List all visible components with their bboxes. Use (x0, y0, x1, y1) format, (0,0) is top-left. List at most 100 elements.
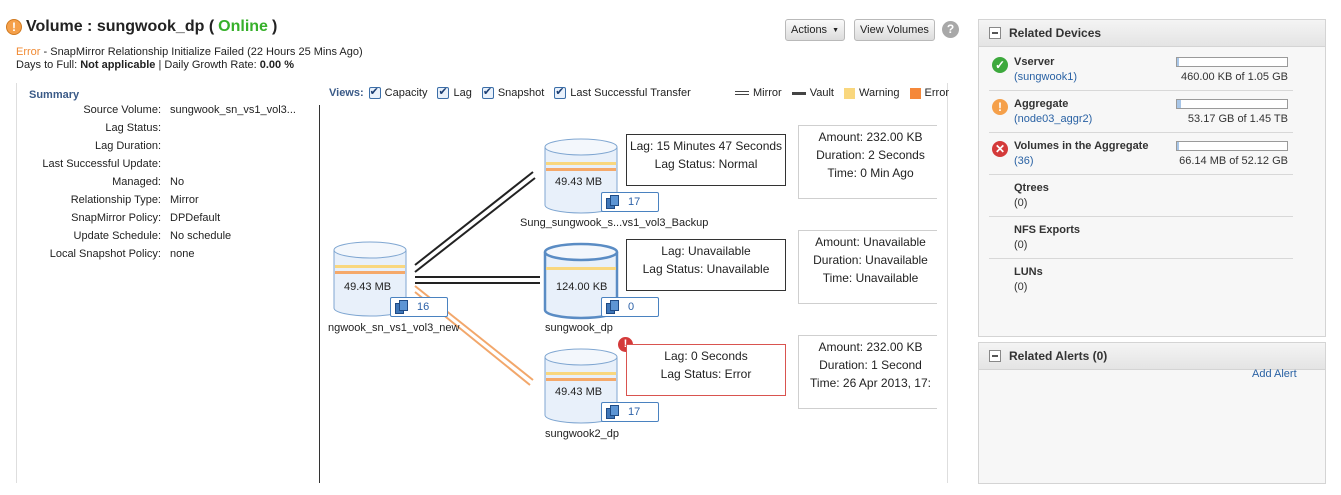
transfer-time: Time: Unavailable (822, 271, 919, 285)
view-capacity-checkbox[interactable]: Capacity (368, 85, 428, 99)
device-name: Aggregate (1014, 98, 1069, 110)
mirror-link-middle (415, 276, 540, 284)
dest-volume-size: 124.00 KB (556, 281, 608, 293)
lag-text: Lag: 0 Seconds (664, 349, 748, 363)
related-alerts-title: Related Alerts (0) (1009, 349, 1108, 363)
source-snapshot-count[interactable]: 16 (390, 297, 448, 317)
device-row-qtrees: Qtrees (0) (989, 182, 1293, 217)
destination-volume-icon (543, 242, 619, 320)
panel-divider (319, 105, 320, 483)
related-devices-panel: Related Devices ✓ Vserver (sungwook1) 46… (978, 19, 1326, 337)
lag-text: Lag: Unavailable (661, 244, 751, 258)
summary-value: DPDefault (170, 212, 221, 224)
snapshot-count: 17 (628, 196, 641, 208)
device-name: Volumes in the Aggregate (1014, 140, 1149, 152)
device-link[interactable]: (node03_aggr2) (1014, 113, 1093, 125)
related-alerts-header[interactable]: Related Alerts (0) (979, 343, 1325, 370)
dest-volume-size: 49.43 MB (555, 176, 603, 188)
warning-icon: ! (992, 99, 1008, 115)
dest-snapshot-count[interactable]: 17 (601, 402, 659, 422)
view-label: Snapshot (497, 87, 545, 99)
snapshot-icon (606, 195, 620, 209)
device-row-aggregate: ! Aggregate (node03_aggr2) 53.17 GB of 1… (989, 98, 1293, 133)
capacity-text: 53.17 GB of 1.45 TB (1187, 113, 1288, 125)
actions-button[interactable]: Actions ▼ (785, 19, 845, 41)
check-circle-icon: ✓ (992, 57, 1008, 73)
add-alert-link[interactable]: Add Alert (1252, 368, 1297, 380)
capacity-text: 66.14 MB of 52.12 GB (1179, 155, 1288, 167)
checkbox-icon (554, 85, 567, 99)
transfer-time: Time: 26 Apr 2013, 17: (810, 376, 931, 390)
critical-x-icon: ✕ (992, 141, 1008, 157)
summary-label: Lag Duration: (94, 140, 161, 152)
views-label: Views: (329, 87, 364, 99)
view-volumes-label: View Volumes (860, 24, 929, 36)
view-volumes-button[interactable]: View Volumes (854, 19, 935, 41)
dest-snapshot-count[interactable]: 0 (601, 297, 659, 317)
summary-label: Managed: (112, 176, 161, 188)
transfer-info-box: Amount: Unavailable Duration: Unavailabl… (798, 230, 937, 304)
help-icon[interactable]: ? (942, 21, 959, 38)
vault-line-icon (791, 91, 806, 95)
title-suffix: ) (271, 18, 278, 35)
transfer-duration: Duration: Unavailable (813, 253, 928, 267)
view-last-transfer-checkbox[interactable]: Last Successful Transfer (554, 85, 691, 99)
legend: Mirror Vault Warning Error (735, 87, 949, 99)
legend-vault: Vault (809, 87, 834, 99)
snapshot-count: 0 (628, 301, 635, 313)
collapse-icon[interactable] (989, 350, 1001, 362)
lag-box: Lag: 0 Seconds Lag Status: Error (626, 344, 786, 396)
related-devices-title: Related Devices (1009, 26, 1102, 40)
transfer-time: Time: 0 Min Ago (827, 166, 914, 180)
summary-value: No schedule (170, 230, 232, 242)
checkbox-icon (368, 85, 381, 99)
legend-mirror: Mirror (753, 87, 782, 99)
dest-volume-name[interactable]: sungwook_dp (545, 322, 613, 334)
lag-box: Lag: Unavailable Lag Status: Unavailable (626, 239, 786, 291)
device-row-nfs-exports: NFS Exports (0) (989, 224, 1293, 259)
diagram-lines (333, 138, 619, 424)
capacity-summary: Days to Full: Not applicable | Daily Gro… (16, 59, 294, 71)
snapshot-count: 17 (628, 406, 641, 418)
title-prefix: Volume : sungwook_dp ( (26, 18, 215, 35)
chevron-down-icon: ▼ (832, 26, 839, 34)
dest-volume-name[interactable]: sungwook2_dp (545, 428, 620, 440)
device-link[interactable]: (36) (1014, 155, 1034, 167)
warning-swatch-icon (843, 87, 855, 99)
related-devices-header[interactable]: Related Devices (979, 20, 1325, 47)
summary-label: Lag Status: (105, 122, 161, 134)
lag-status-text: Lag Status: Error (660, 367, 752, 381)
error-label: Error (16, 46, 41, 58)
view-label: Capacity (384, 87, 428, 99)
device-row-volumes-in-aggregate: ✕ Volumes in the Aggregate (36) 66.14 MB… (989, 140, 1293, 175)
collapse-icon[interactable] (989, 27, 1001, 39)
growth-rate-value: 0.00 % (259, 59, 294, 71)
growth-rate-label: Daily Growth Rate: (164, 59, 257, 71)
device-name: Qtrees (1014, 182, 1049, 194)
dest-volume-name[interactable]: Sung_sungwook_s...vs1_vol3_Backup (520, 217, 709, 229)
summary-label: Source Volume: (83, 104, 161, 116)
summary-label: Local Snapshot Policy: (49, 248, 161, 260)
view-lag-checkbox[interactable]: Lag (437, 85, 472, 99)
device-link[interactable]: (sungwook1) (1014, 71, 1077, 83)
view-snapshot-checkbox[interactable]: Snapshot (481, 85, 545, 99)
capacity-bar (1176, 57, 1288, 67)
view-label: Lag (453, 87, 472, 99)
separator: | (158, 59, 162, 71)
source-volume-name[interactable]: ngwook_sn_vs1_vol3_new (328, 322, 460, 334)
capacity-text: 460.00 KB of 1.05 GB (1180, 71, 1288, 83)
summary-label: SnapMirror Policy: (71, 212, 161, 224)
related-alerts-panel: Related Alerts (0) (978, 342, 1326, 484)
device-name: LUNs (1014, 266, 1043, 278)
summary-label: Relationship Type: (70, 194, 161, 206)
relationship-diagram: 49.43 MB 16 ngwook_sn_vs1_vol3_new 49.43… (320, 100, 937, 470)
snapshot-icon (606, 405, 620, 419)
transfer-duration: Duration: 1 Second (819, 358, 922, 372)
summary-value: none (170, 248, 195, 260)
legend-error: Error (924, 87, 949, 99)
device-name: NFS Exports (1014, 224, 1081, 236)
dest-snapshot-count[interactable]: 17 (601, 192, 659, 212)
device-row-luns: LUNs (0) (989, 266, 1293, 300)
summary-label: Update Schedule: (73, 230, 161, 242)
transfer-amount: Amount: 232.00 KB (818, 340, 923, 354)
